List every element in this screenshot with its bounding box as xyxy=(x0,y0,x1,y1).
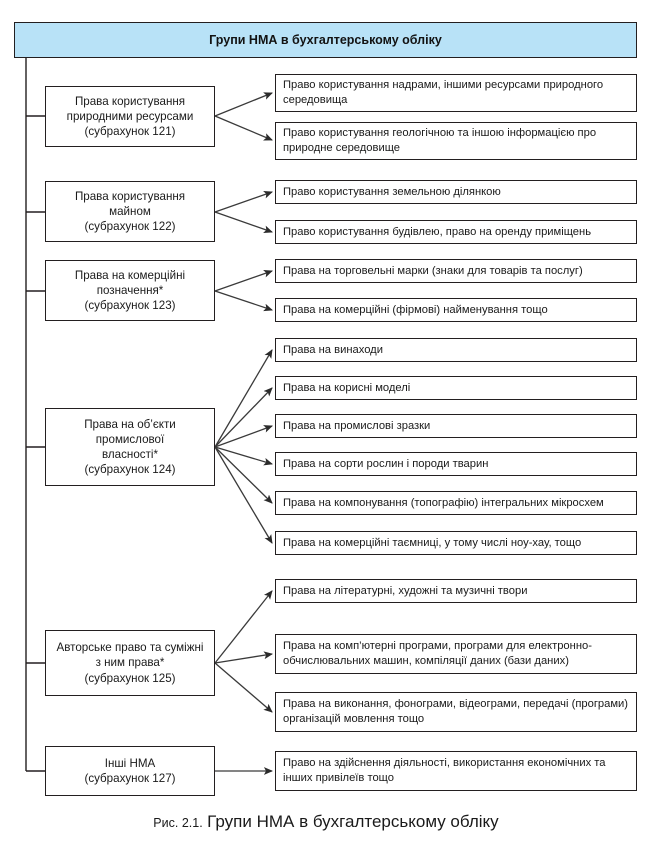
leaf-label: Права на корисні моделі xyxy=(283,381,411,394)
leaf-box-trademark-rights[interactable]: Права на торговельні марки (знаки для то… xyxy=(275,259,637,283)
group-label: Авторське право та суміжні з ним права* … xyxy=(56,641,204,685)
figure-caption-title: Групи НМА в бухгалтерському обліку xyxy=(207,812,499,831)
leaf-box-land-plot-rights[interactable]: Право користування земельною ділянкою xyxy=(275,180,637,204)
figure-caption: Рис. 2.1. Групи НМА в бухгалтерському об… xyxy=(0,812,652,832)
group-box-commercial-designations[interactable]: Права на комерційні позначення* (субраху… xyxy=(45,260,215,321)
group-label: Права користування майном (субрахунок 12… xyxy=(74,189,186,234)
leaf-box-performance-broadcast-rights[interactable]: Права на виконання, фонограми, відеограм… xyxy=(275,692,637,732)
leaf-box-building-lease-rights[interactable]: Право користування будівлею, право на ор… xyxy=(275,220,637,244)
group-label: Інші НМА (субрахунок 127) xyxy=(84,756,176,785)
leaf-label: Права на літературні, художні та музичні… xyxy=(283,584,528,597)
group-box-industrial-property[interactable]: Права на об’єкти промислової власності* … xyxy=(45,408,215,486)
leaf-box-trade-secret-rights[interactable]: Права на комерційні таємниці, у тому чис… xyxy=(275,531,637,555)
leaf-label: Право користування будівлею, право на ор… xyxy=(283,225,592,238)
branch-arrows xyxy=(214,92,274,775)
leaf-box-software-database-rights[interactable]: Права на комп’ютерні програми, програми … xyxy=(275,634,637,674)
group-box-copyright-related[interactable]: Авторське право та суміжні з ним права* … xyxy=(45,630,215,696)
diagram-header-box: Групи НМА в бухгалтерському обліку xyxy=(14,22,637,58)
leaf-label: Права на торговельні марки (знаки для то… xyxy=(283,264,583,277)
group-box-other-intangibles[interactable]: Інші НМА (субрахунок 127) xyxy=(45,746,215,796)
leaf-label: Права на промислові зразки xyxy=(283,419,431,432)
leaf-label: Права на комп’ютерні програми, програми … xyxy=(283,640,592,667)
leaf-label: Право користування земельною ділянкою xyxy=(283,185,501,198)
leaf-box-geological-info-rights[interactable]: Право користування геологічною та іншою … xyxy=(275,122,637,160)
leaf-label: Права на комерційні таємниці, у тому чис… xyxy=(283,536,582,549)
leaf-box-utility-model-rights[interactable]: Права на корисні моделі xyxy=(275,376,637,400)
leaf-box-industrial-design-rights[interactable]: Права на промислові зразки xyxy=(275,414,637,438)
leaf-label: Права на виконання, фонограми, відеограм… xyxy=(283,698,629,725)
leaf-label: Права на винаходи xyxy=(283,343,383,356)
trunk-connectors xyxy=(25,58,45,772)
group-label: Права користування природними ресурсами … xyxy=(66,94,194,139)
leaf-box-trade-name-rights[interactable]: Права на комерційні (фірмові) найменуван… xyxy=(275,298,637,322)
leaf-label: Право користування геологічною та іншою … xyxy=(283,127,597,154)
group-label: Права на комерційні позначення* (субраху… xyxy=(74,268,186,313)
leaf-box-literary-works-rights[interactable]: Права на літературні, художні та музичні… xyxy=(275,579,637,603)
leaf-label: Права на компонування (топографію) інтег… xyxy=(283,496,604,509)
leaf-box-subsoil-rights[interactable]: Право користування надрами, іншими ресур… xyxy=(275,74,637,112)
group-label: Права на об’єкти промислової власності* … xyxy=(84,417,176,477)
group-box-natural-resources[interactable]: Права користування природними ресурсами … xyxy=(45,86,215,147)
diagram-header-label: Групи НМА в бухгалтерському обліку xyxy=(209,32,442,47)
leaf-label: Права на комерційні (фірмові) найменуван… xyxy=(283,303,548,316)
leaf-box-integrated-circuit-rights[interactable]: Права на компонування (топографію) інтег… xyxy=(275,491,637,515)
group-box-property-use[interactable]: Права користування майном (субрахунок 12… xyxy=(45,181,215,242)
leaf-box-invention-rights[interactable]: Права на винаходи xyxy=(275,338,637,362)
leaf-box-activity-privilege-rights[interactable]: Право на здійснення діяльності, використ… xyxy=(275,751,637,791)
figure-caption-prefix: Рис. 2.1. xyxy=(153,816,203,830)
leaf-label: Право користування надрами, іншими ресур… xyxy=(283,79,604,106)
leaf-label: Право на здійснення діяльності, використ… xyxy=(283,757,606,784)
leaf-box-plant-animal-breed-rights[interactable]: Права на сорти рослин і породи тварин xyxy=(275,452,637,476)
leaf-label: Права на сорти рослин і породи тварин xyxy=(283,457,489,470)
